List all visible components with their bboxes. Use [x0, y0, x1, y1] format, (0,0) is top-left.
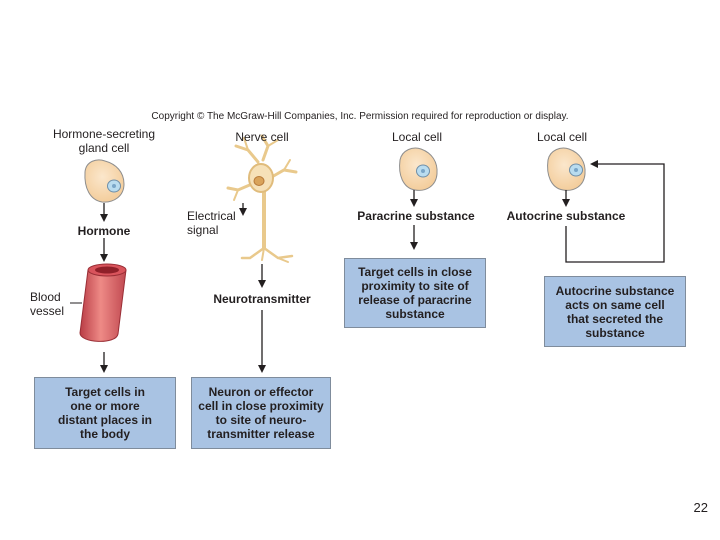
paracrine-cell-label: Local cell	[391, 130, 443, 144]
paracrine-target-box: Target cells in close proximity to site …	[344, 258, 486, 328]
nerve-cell-icon	[226, 134, 298, 263]
autocrine-target-text: Autocrine substance acts on same cell th…	[555, 283, 675, 340]
blood-vessel-label: Blood vessel	[30, 290, 65, 318]
gland-cell-icon	[84, 159, 125, 203]
neural-target-box: Neuron or effector cell in close proximi…	[191, 377, 331, 449]
local-cell-icon	[399, 147, 438, 191]
copyright-notice: Copyright © The McGraw-Hill Companies, I…	[151, 111, 569, 122]
blood-vessel-icon	[70, 263, 127, 342]
paracrine-substance-label: Paracrine substance	[357, 209, 475, 223]
arrow-icon	[565, 160, 665, 263]
autocrine-cell-label: Local cell	[536, 130, 588, 144]
electrical-signal-label: Electrical signal	[187, 209, 236, 237]
autocrine-target-box: Autocrine substance acts on same cell th…	[544, 276, 686, 347]
page-number: 22	[693, 500, 708, 515]
neural-target-text: Neuron or effector cell in close proximi…	[198, 385, 324, 441]
hormone-label: Hormone	[77, 224, 131, 238]
paracrine-target-text: Target cells in close proximity to site …	[358, 265, 472, 321]
endocrine-target-text: Target cells in one or more distant plac…	[57, 385, 153, 441]
nerve-cell-label: Nerve cell	[235, 130, 289, 144]
gland-cell-label: Hormone-secreting gland cell	[52, 127, 156, 155]
local-cell-icon	[547, 147, 586, 191]
autocrine-substance-label: Autocrine substance	[506, 209, 626, 223]
endocrine-target-box: Target cells in one or more distant plac…	[34, 377, 176, 449]
neurotransmitter-label: Neurotransmitter	[213, 292, 311, 306]
